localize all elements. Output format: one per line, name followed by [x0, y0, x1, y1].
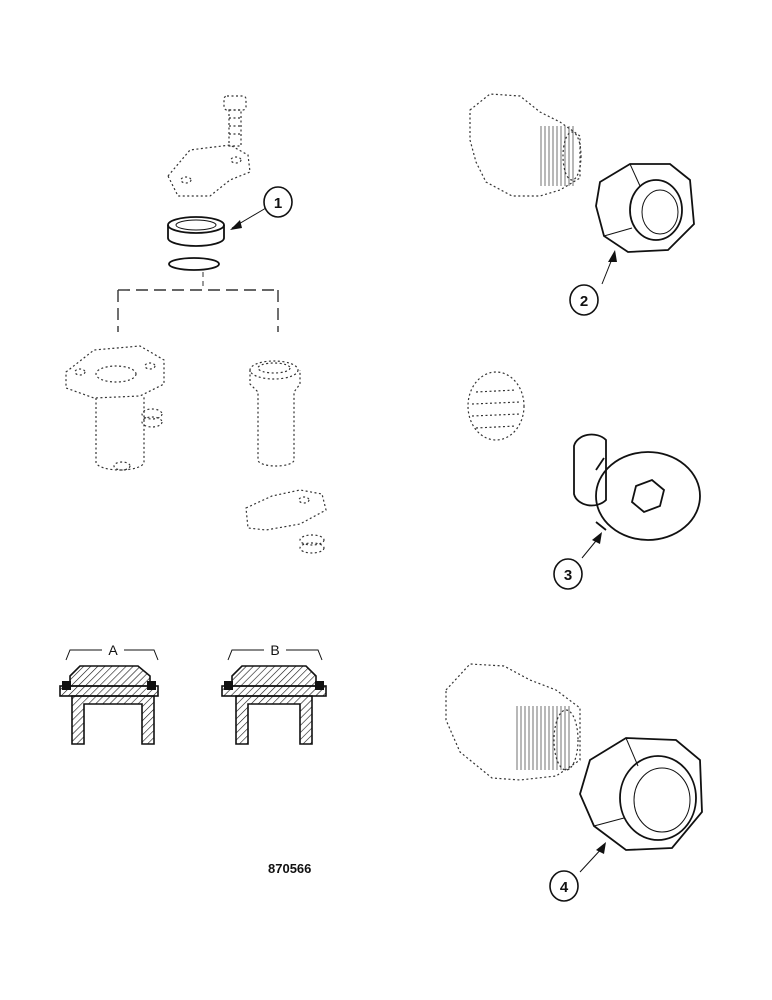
plug-assembly-3: 3 [467, 371, 701, 590]
callout-3: 3 [553, 532, 602, 590]
section-label-b: B [270, 642, 279, 658]
alternative-bracket [117, 272, 279, 332]
cap-nut-4 [579, 737, 703, 851]
flange-fitting-left [65, 345, 165, 471]
fitting-assembly-2: 2 [469, 93, 695, 316]
figure-code: 870566 [268, 861, 311, 876]
flange-half-clamp-bottom [245, 489, 327, 554]
callout-2-label: 2 [580, 293, 588, 310]
fitting-dotted-3 [467, 371, 525, 441]
callout-2: 2 [569, 250, 617, 316]
union-fitting-dotted-4 [445, 663, 581, 781]
flange-seal-ring [167, 216, 225, 247]
section-view-a: A [59, 642, 159, 745]
section-label-a: A [108, 642, 118, 658]
o-ring [168, 257, 220, 271]
callout-4-label: 4 [560, 879, 569, 896]
cap-nut-2 [595, 163, 695, 253]
callout-3-label: 3 [564, 567, 572, 584]
flange-half-clamp-top [167, 144, 251, 197]
union-fitting-dotted-2 [469, 93, 582, 197]
split-flange-assembly: 1 [65, 95, 327, 554]
fitting-assembly-4: 4 [445, 663, 703, 902]
hex-socket-plug-3 [573, 433, 701, 541]
callout-1: 1 [230, 186, 293, 230]
bolt-dotted [223, 95, 247, 147]
callout-1-label: 1 [274, 195, 282, 212]
tube-fitting-right [249, 360, 301, 467]
section-view-b: B [221, 642, 327, 745]
callout-4: 4 [549, 842, 606, 902]
